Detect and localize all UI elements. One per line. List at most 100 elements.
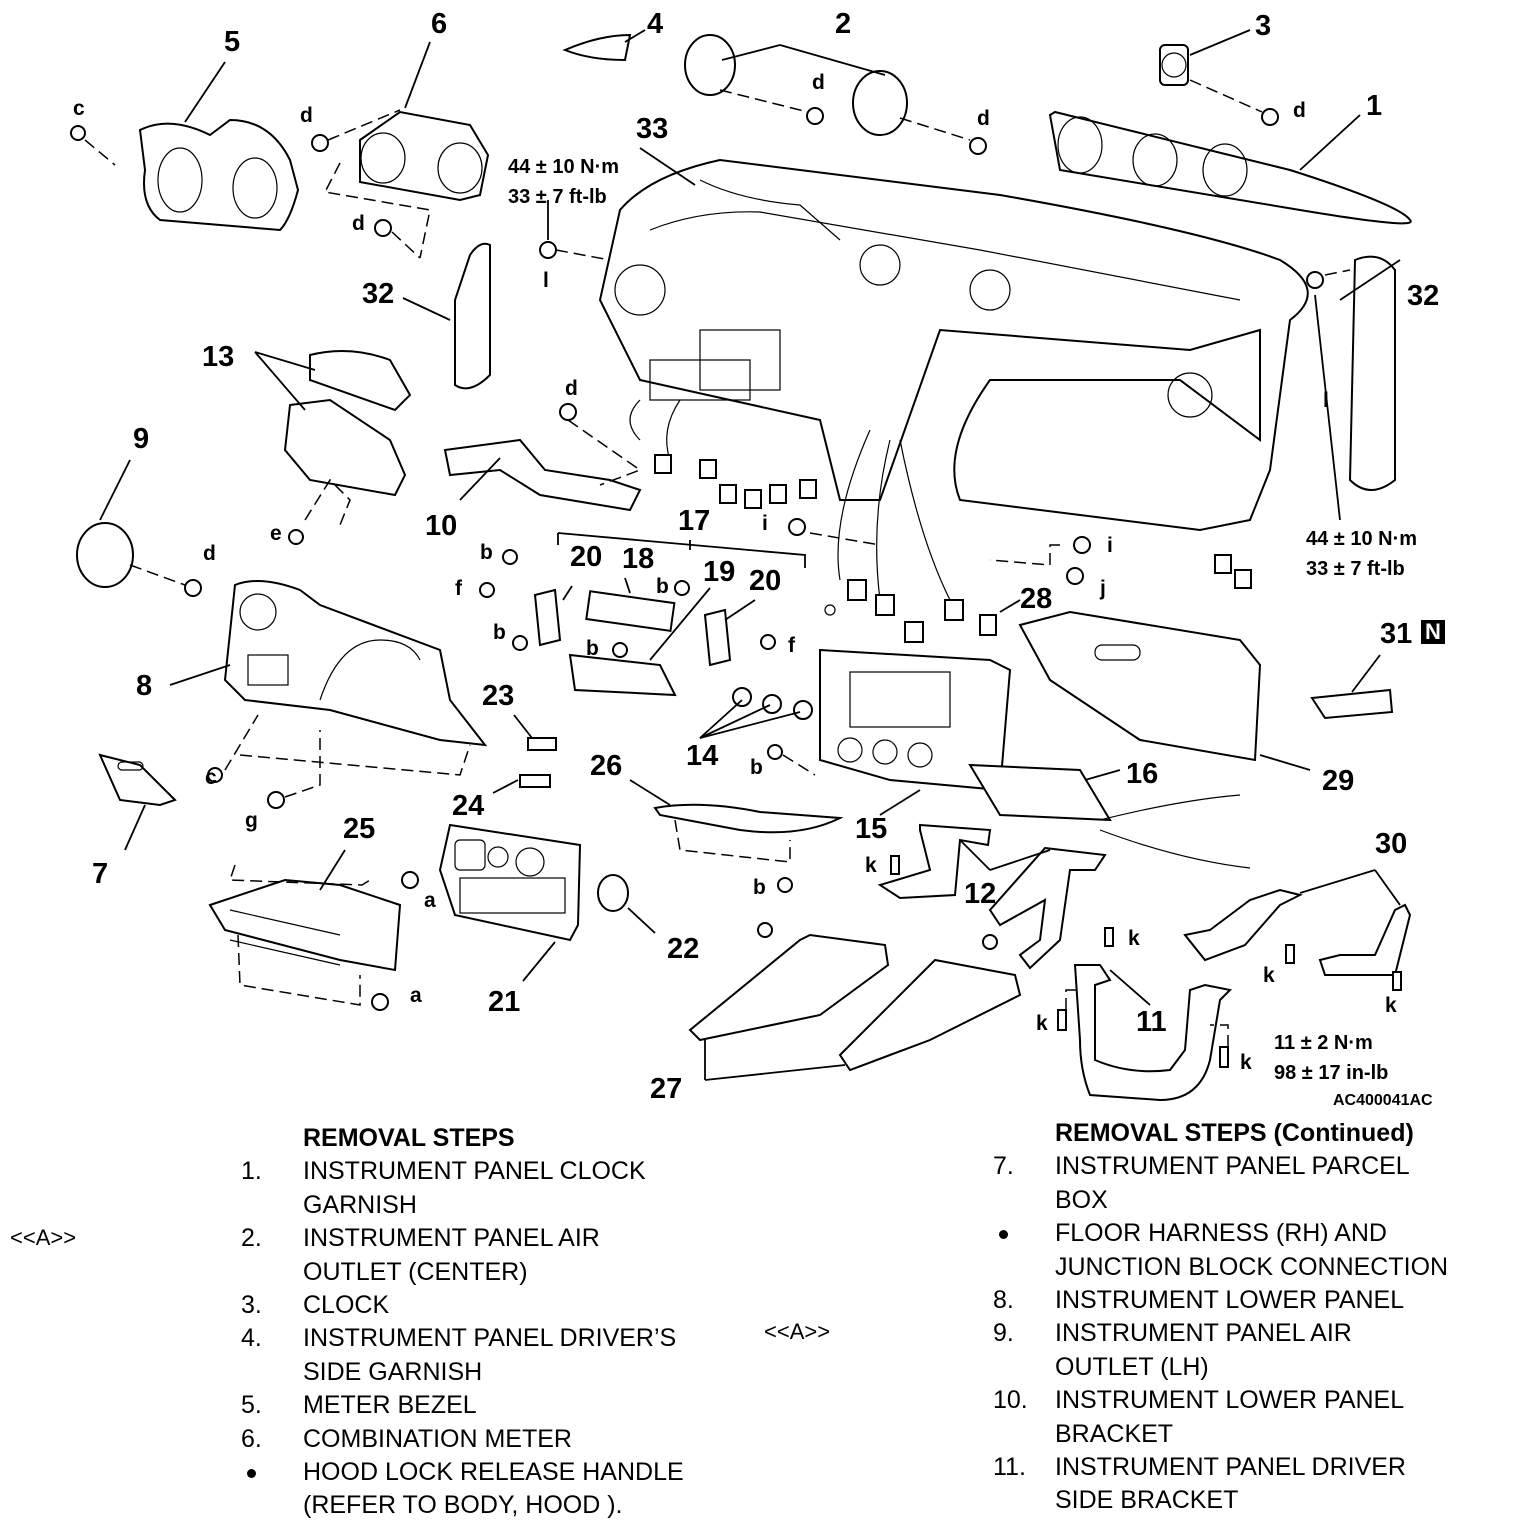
removal-steps-right: REMOVAL STEPS (Continued) 7.INSTRUMENT P… bbox=[993, 1119, 1449, 1515]
part-cup bbox=[597, 874, 656, 934]
step-item: 4.INSTRUMENT PANEL DRIVER’S bbox=[241, 1324, 677, 1353]
part-side-garnish-right bbox=[1306, 255, 1401, 521]
callout-10: 10 bbox=[425, 510, 458, 542]
fastener-k: k bbox=[1128, 927, 1140, 950]
part-floor-ducts bbox=[688, 922, 1022, 1081]
callout-24: 24 bbox=[452, 790, 485, 822]
callout-12: 12 bbox=[964, 878, 997, 910]
part-side-garnish-left bbox=[402, 242, 491, 390]
fastener-d: d bbox=[1293, 99, 1306, 122]
fastener-c: c bbox=[73, 97, 85, 120]
callout-23: 23 bbox=[482, 680, 515, 712]
step-item: 5.METER BEZEL bbox=[241, 1391, 477, 1420]
part-center-bezel bbox=[438, 823, 582, 982]
fastener-l: l bbox=[1323, 389, 1329, 412]
callout-9: 9 bbox=[133, 423, 150, 455]
fastener-j: j bbox=[1100, 577, 1106, 600]
fastener-k: k bbox=[1036, 1012, 1048, 1035]
part-combination-meter bbox=[311, 41, 490, 259]
torque-spec-top: 44 ± 10 N·m 33 ± 7 ft-lb bbox=[508, 152, 619, 212]
fastener-d: d bbox=[812, 71, 825, 94]
callout-29: 29 bbox=[1322, 765, 1355, 797]
fastener-k: k bbox=[1240, 1051, 1252, 1074]
wiring-harness bbox=[629, 399, 1252, 643]
callout-25: 25 bbox=[343, 813, 376, 845]
step-item: 3.CLOCK bbox=[241, 1291, 390, 1320]
torque-metric: 44 ± 10 N·m bbox=[508, 156, 620, 178]
reference-mark-a: <<A>> bbox=[764, 1319, 831, 1344]
fastener-d: d bbox=[203, 542, 216, 565]
fastener-i: i bbox=[1107, 534, 1113, 557]
fastener-f: f bbox=[788, 634, 795, 657]
callout-18: 18 bbox=[622, 543, 655, 575]
part-column-cover bbox=[254, 350, 412, 545]
removal-steps-left: REMOVAL STEPS 1.INSTRUMENT PANEL CLOCK G… bbox=[241, 1124, 684, 1520]
fastener-c: c bbox=[205, 766, 217, 789]
part-audio-assembly bbox=[479, 532, 806, 697]
part-instrument-lower-panel bbox=[169, 580, 488, 809]
fastener-a: a bbox=[424, 889, 436, 912]
fastener-i: i bbox=[762, 512, 768, 535]
fastener-d: d bbox=[300, 104, 313, 127]
step-item: FLOOR HARNESS (RH) AND bbox=[993, 1217, 1448, 1250]
callout-2: 2 bbox=[835, 8, 852, 40]
step-item: 6.COMBINATION METER bbox=[241, 1424, 572, 1453]
part-switches bbox=[492, 714, 557, 794]
part-air-outlet-center bbox=[684, 34, 987, 155]
part-glove-box bbox=[1018, 610, 1311, 771]
callout-20-right: 20 bbox=[749, 565, 782, 597]
callout-15: 15 bbox=[855, 813, 888, 845]
part-parcel-box-large bbox=[208, 849, 419, 1011]
callout-1: 1 bbox=[1366, 90, 1383, 122]
part-clock bbox=[1159, 29, 1279, 126]
exploded-view-diagram bbox=[70, 29, 1412, 1102]
step-item: 11.INSTRUMENT PANEL DRIVER bbox=[993, 1453, 1406, 1482]
step-item: 8.INSTRUMENT LOWER PANEL bbox=[993, 1286, 1405, 1315]
part-brackets-12 bbox=[877, 823, 1114, 970]
callout-7: 7 bbox=[92, 858, 109, 890]
fastener-a: a bbox=[410, 984, 422, 1007]
fastener-b: b bbox=[586, 637, 599, 660]
torque-metric: 11 ± 2 N·m bbox=[1274, 1032, 1373, 1054]
part-drivers-side-garnish bbox=[562, 29, 646, 62]
callout-14: 14 bbox=[686, 740, 719, 772]
fastener-l: l bbox=[543, 269, 549, 292]
reference-mark-a: <<A>> bbox=[10, 1225, 77, 1250]
callout-21: 21 bbox=[488, 986, 521, 1018]
torque-metric: 44 ± 10 N·m bbox=[1306, 528, 1418, 550]
callout-28: 28 bbox=[1020, 583, 1053, 615]
bullet-icon bbox=[241, 1456, 303, 1489]
fastener-k: k bbox=[865, 854, 877, 877]
torque-imperial: 33 ± 7 ft-lb bbox=[1306, 558, 1405, 580]
fastener-b: b bbox=[480, 541, 493, 564]
fastener-d: d bbox=[565, 377, 578, 400]
fastener-d: d bbox=[977, 107, 990, 130]
fastener-e: e bbox=[270, 522, 282, 545]
part-meter-bezel bbox=[70, 61, 300, 232]
callout-4: 4 bbox=[647, 8, 664, 40]
fastener-k: k bbox=[1263, 964, 1275, 987]
part-switch-31 bbox=[1310, 654, 1394, 720]
step-item: 7.INSTRUMENT PANEL PARCEL bbox=[993, 1152, 1410, 1181]
part-garnish-strip bbox=[629, 779, 844, 893]
torque-imperial: 33 ± 7 ft-lb bbox=[508, 186, 607, 208]
step-item: 10.INSTRUMENT LOWER PANEL bbox=[993, 1386, 1405, 1415]
torque-imperial: 98 ± 17 in-lb bbox=[1274, 1062, 1389, 1084]
bullet-icon bbox=[993, 1217, 1055, 1250]
callout-32-left: 32 bbox=[362, 278, 395, 310]
fastener-b: b bbox=[750, 756, 763, 779]
part-knobs bbox=[699, 687, 813, 739]
part-clip bbox=[788, 518, 1091, 636]
part-heater-control bbox=[968, 763, 1251, 869]
callout-30: 30 bbox=[1375, 828, 1408, 860]
torque-spec-right: 44 ± 10 N·m 33 ± 7 ft-lb bbox=[1306, 524, 1417, 584]
removal-steps-heading-continued: REMOVAL STEPS (Continued) bbox=[1055, 1119, 1414, 1147]
fastener-g: g bbox=[245, 809, 258, 832]
callout-22: 22 bbox=[667, 933, 700, 965]
fastener-k: k bbox=[1385, 994, 1397, 1017]
callout-3: 3 bbox=[1255, 10, 1272, 42]
step-item: 9.INSTRUMENT PANEL AIR bbox=[993, 1319, 1352, 1348]
callout-17: 17 bbox=[678, 505, 711, 537]
fastener-f: f bbox=[455, 577, 462, 600]
callout-33: 33 bbox=[636, 113, 669, 145]
